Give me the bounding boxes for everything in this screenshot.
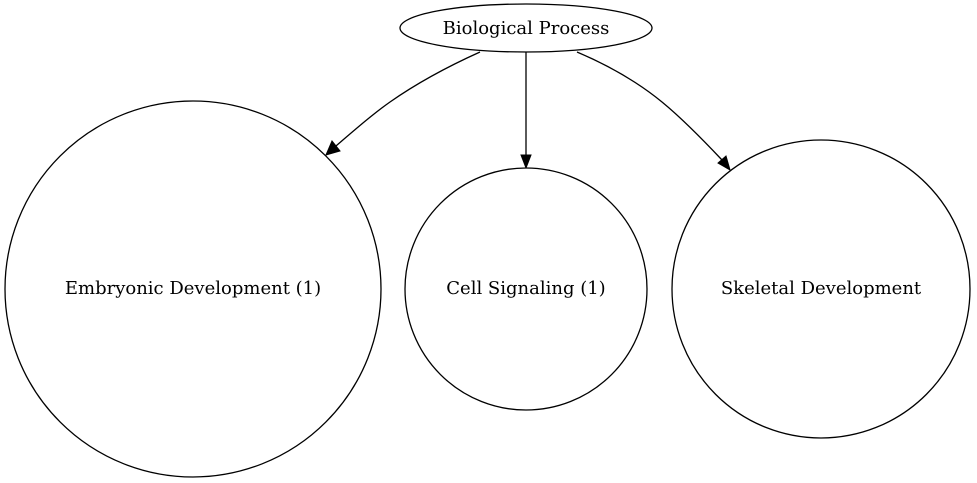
edge-root-to-cell-signaling: [520, 52, 532, 170]
node-label-biological-process: Biological Process: [443, 18, 610, 39]
node-circle: [404, 167, 648, 411]
node-label-embryonic-development: Embryonic Development (1): [65, 278, 321, 299]
node-embryonic-development: Embryonic Development (1): [4, 100, 382, 478]
node-label-cell-signaling: Cell Signaling (1): [446, 278, 605, 299]
node-label-skeletal-development: Skeletal Development: [721, 278, 922, 299]
edge-line: [335, 51, 481, 147]
edge-line: [576, 51, 723, 161]
node-circle: [4, 100, 382, 478]
node-ellipse: [399, 3, 653, 53]
node-biological-process: Biological Process: [399, 3, 653, 53]
edge-arrowhead: [520, 154, 532, 170]
node-skeletal-development: Skeletal Development: [671, 139, 971, 439]
edge-root-to-embryonic: [325, 51, 481, 156]
edge-arrowhead: [325, 140, 341, 156]
edge-root-to-skeletal: [576, 51, 731, 172]
edges: [325, 51, 731, 172]
edge-arrowhead: [717, 155, 731, 172]
node-cell-signaling: Cell Signaling (1): [404, 167, 648, 411]
node-circle: [671, 139, 971, 439]
